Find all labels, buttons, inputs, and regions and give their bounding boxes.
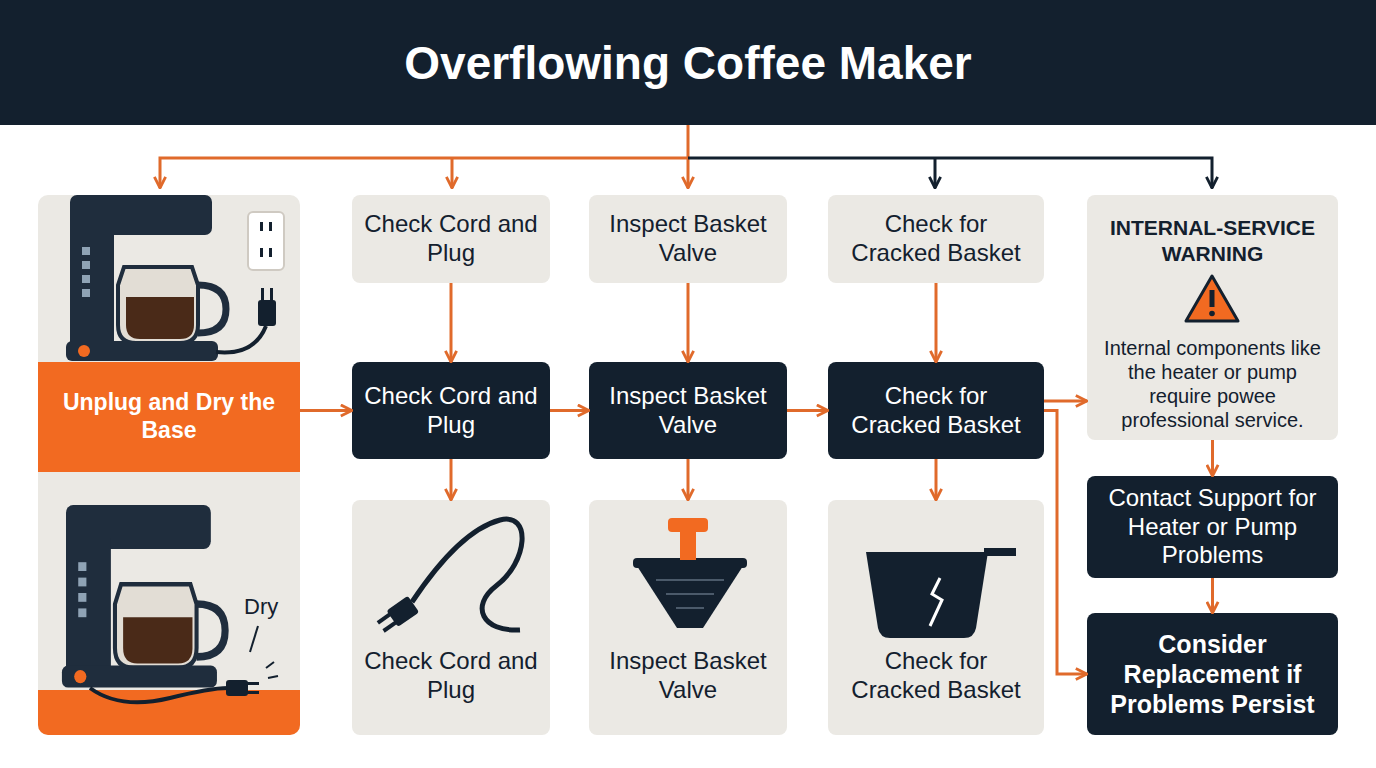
power-plug (226, 680, 248, 696)
action-band: Unplug and Dry the Base (38, 362, 300, 472)
basket-icon (637, 566, 743, 628)
flow-arrow (787, 409, 828, 412)
flow-arrow (1044, 411, 1087, 675)
plug-icon (375, 596, 419, 635)
node-text: Inspect Basket Valve (601, 647, 775, 705)
power-cord (216, 326, 266, 352)
basket-handle (984, 548, 1016, 556)
wall-outlet (248, 212, 284, 270)
crack-mark (930, 578, 942, 626)
node-text: Check for Cracked Basket (840, 382, 1032, 440)
valve-stem (680, 528, 696, 560)
node-text: Check Cord and Plug (364, 647, 538, 705)
power-plug (258, 300, 276, 326)
step-box: Inspect Basket Valve (589, 195, 787, 283)
step-box: Inspect Basket Valve (589, 362, 787, 459)
flow-arrow (450, 283, 453, 362)
step-box: Check for Cracked Basket (828, 362, 1044, 459)
node-text: Check Cord and Plug (364, 382, 538, 440)
leader-line (250, 626, 258, 652)
tree-branch (688, 158, 1212, 188)
flow-arrow (935, 459, 938, 500)
warning-mark (1210, 290, 1215, 307)
node-text: Inspect Basket Valve (601, 382, 775, 440)
power-cord (90, 688, 228, 702)
node-text: Check for Cracked Basket (840, 647, 1032, 705)
node-text: Check Cord and Plug (364, 210, 538, 268)
drip-mark (266, 662, 278, 678)
flow-arrow (1044, 400, 1087, 403)
plug-prong (247, 682, 259, 685)
title-bar: Overflowing Coffee Maker (0, 0, 1376, 125)
outlet-slot (269, 222, 272, 231)
step-box: Check for Cracked Basket (828, 195, 1044, 283)
flow-arrow (935, 283, 938, 362)
outlet-slot (260, 248, 263, 257)
plug-prong (247, 691, 259, 694)
node-body: Internal components like the heater or p… (1103, 336, 1322, 432)
step-box: Check Cord and Plug (352, 195, 550, 283)
outlet-slot (269, 248, 272, 257)
step-box: Check Cord and Plug (352, 362, 550, 459)
node-text: Unplug and Dry the Base (50, 389, 288, 444)
title-text: Overflowing Coffee Maker (404, 36, 971, 90)
action-box: Consider Replacement if Problems Persist (1087, 613, 1338, 735)
valve-knob (668, 518, 708, 532)
basket-mesh (656, 580, 724, 608)
flow-arrow (550, 409, 589, 412)
coffee-maker (66, 195, 226, 361)
node-text: INTERNAL-SERVICE WARNING (1103, 215, 1322, 268)
tree-branch (451, 158, 454, 188)
tree-stem (687, 125, 690, 158)
plug-prong (270, 288, 273, 301)
cord-icon (412, 519, 522, 630)
basket-icon (866, 552, 988, 638)
flow-arrow (1211, 578, 1214, 613)
tree-branch (160, 158, 688, 188)
flow-arrow (300, 409, 352, 412)
tree-branch (934, 158, 937, 188)
tree-branch (687, 158, 690, 188)
warning-dot (1209, 311, 1215, 317)
outlet-slot (260, 222, 263, 231)
plug-prong (261, 288, 264, 301)
flow-arrow (687, 283, 690, 362)
warning-triangle (1186, 276, 1238, 321)
node-text: Consider Replacement if Problems Persist (1099, 629, 1326, 719)
node-text: Check for Cracked Basket (840, 210, 1032, 268)
flow-arrow (687, 459, 690, 500)
node-text: Contact Support for Heater or Pump Probl… (1099, 484, 1326, 570)
annotation-label: Dry (244, 594, 278, 620)
flow-arrow (1211, 440, 1214, 476)
action-box: Contact Support for Heater or Pump Probl… (1087, 476, 1338, 578)
node-text: Inspect Basket Valve (601, 210, 775, 268)
coffee-maker (62, 505, 225, 688)
flow-arrow (450, 459, 453, 500)
